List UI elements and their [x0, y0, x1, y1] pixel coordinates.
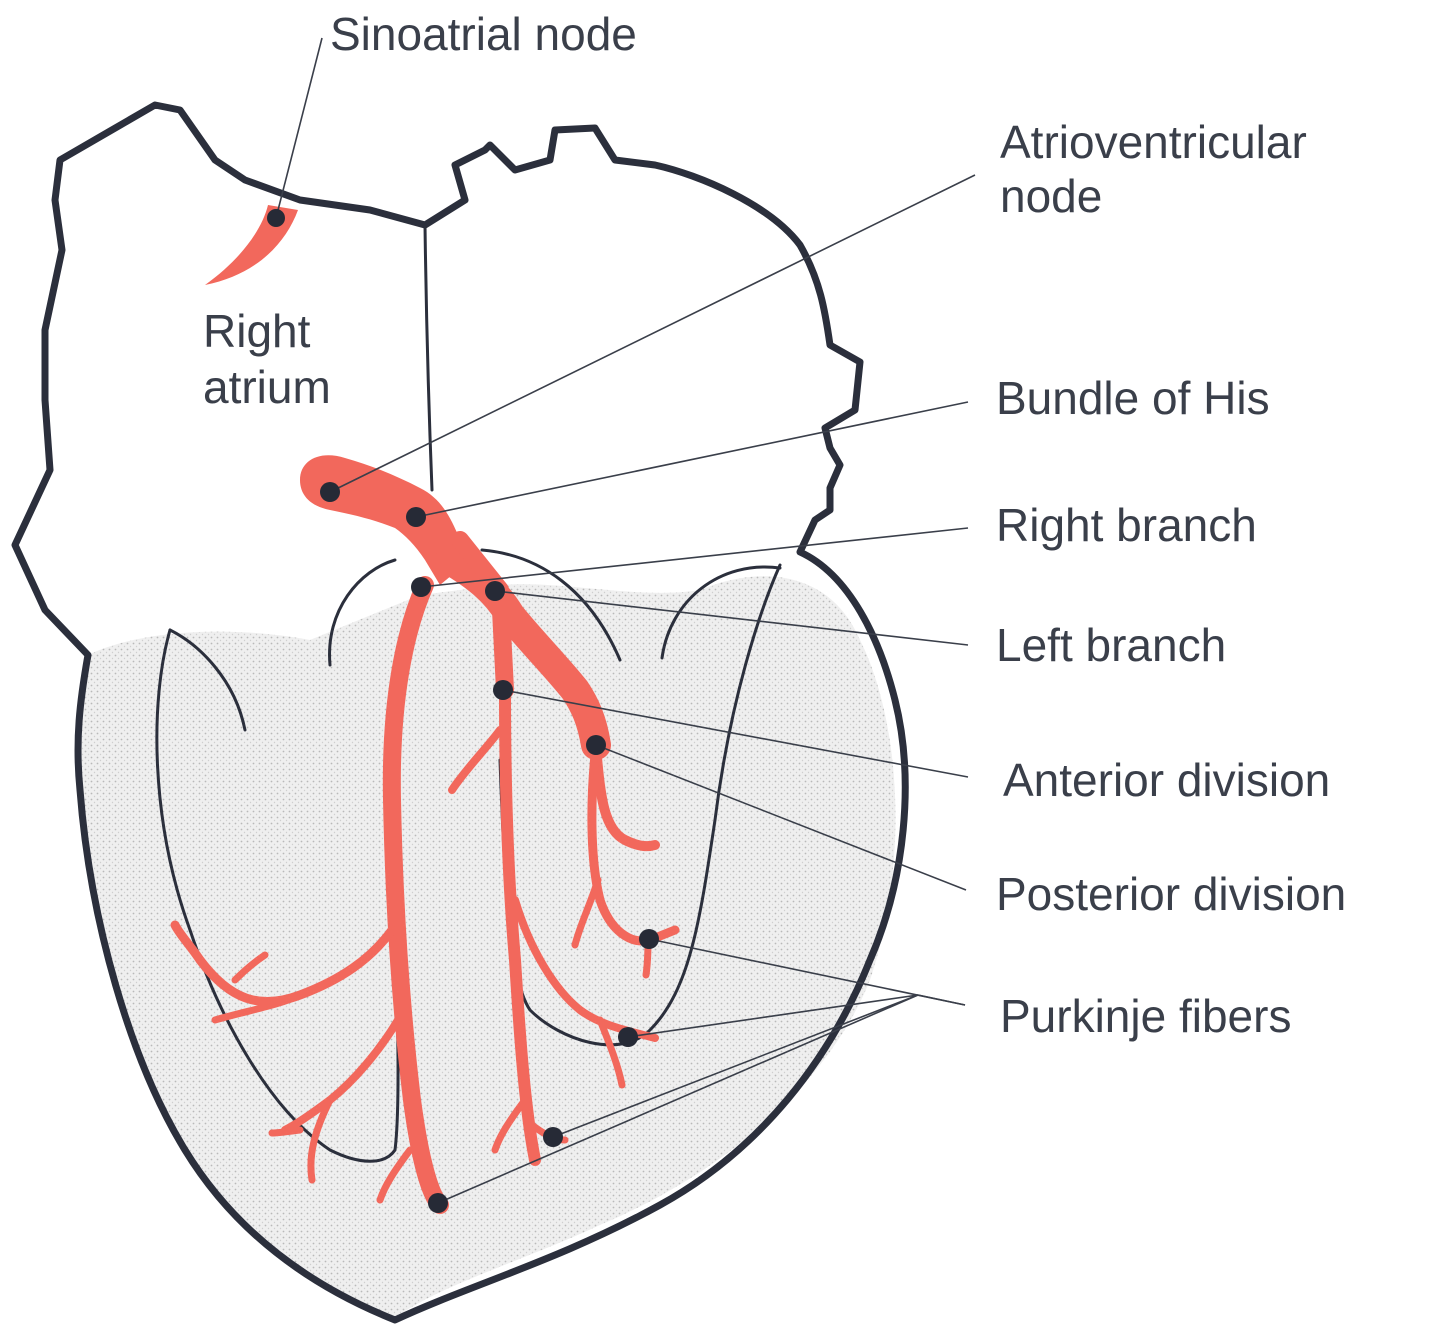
marker-purkinje-4 — [428, 1193, 448, 1213]
leader-right-branch — [421, 528, 968, 587]
label-right-branch: Right branch — [996, 499, 1257, 551]
label-purkinje-fibers: Purkinje fibers — [1000, 990, 1291, 1042]
marker-sinoatrial-node — [267, 209, 285, 227]
label-anterior-division: Anterior division — [1003, 754, 1330, 806]
leader-bundle-of-his — [416, 402, 968, 517]
marker-posterior-division — [586, 735, 606, 755]
leader-sinoatrial — [276, 38, 322, 218]
label-right-atrium-line1: Right — [203, 305, 311, 357]
purkinje-right-6 — [272, 1130, 300, 1133]
label-atrioventricular-line1: Atrioventricular — [1000, 116, 1307, 168]
marker-bundle-of-his — [406, 507, 426, 527]
marker-purkinje-3 — [543, 1127, 563, 1147]
marker-anterior-division — [493, 680, 513, 700]
ventricle-fill — [80, 576, 895, 1318]
marker-purkinje-2 — [618, 1027, 638, 1047]
label-right-atrium-line2: atrium — [203, 361, 331, 413]
label-left-branch: Left branch — [996, 619, 1226, 671]
label-posterior-division: Posterior division — [996, 868, 1346, 920]
marker-right-branch — [411, 577, 431, 597]
marker-purkinje-1 — [639, 929, 659, 949]
atrial-septum — [425, 225, 432, 490]
marker-left-branch — [485, 581, 505, 601]
marker-av-node — [320, 482, 340, 502]
label-sinoatrial-node: Sinoatrial node — [330, 8, 637, 60]
leader-purkinje-join — [918, 995, 965, 1005]
label-atrioventricular-line2: node — [1000, 170, 1102, 222]
label-bundle-of-his: Bundle of His — [996, 372, 1270, 424]
